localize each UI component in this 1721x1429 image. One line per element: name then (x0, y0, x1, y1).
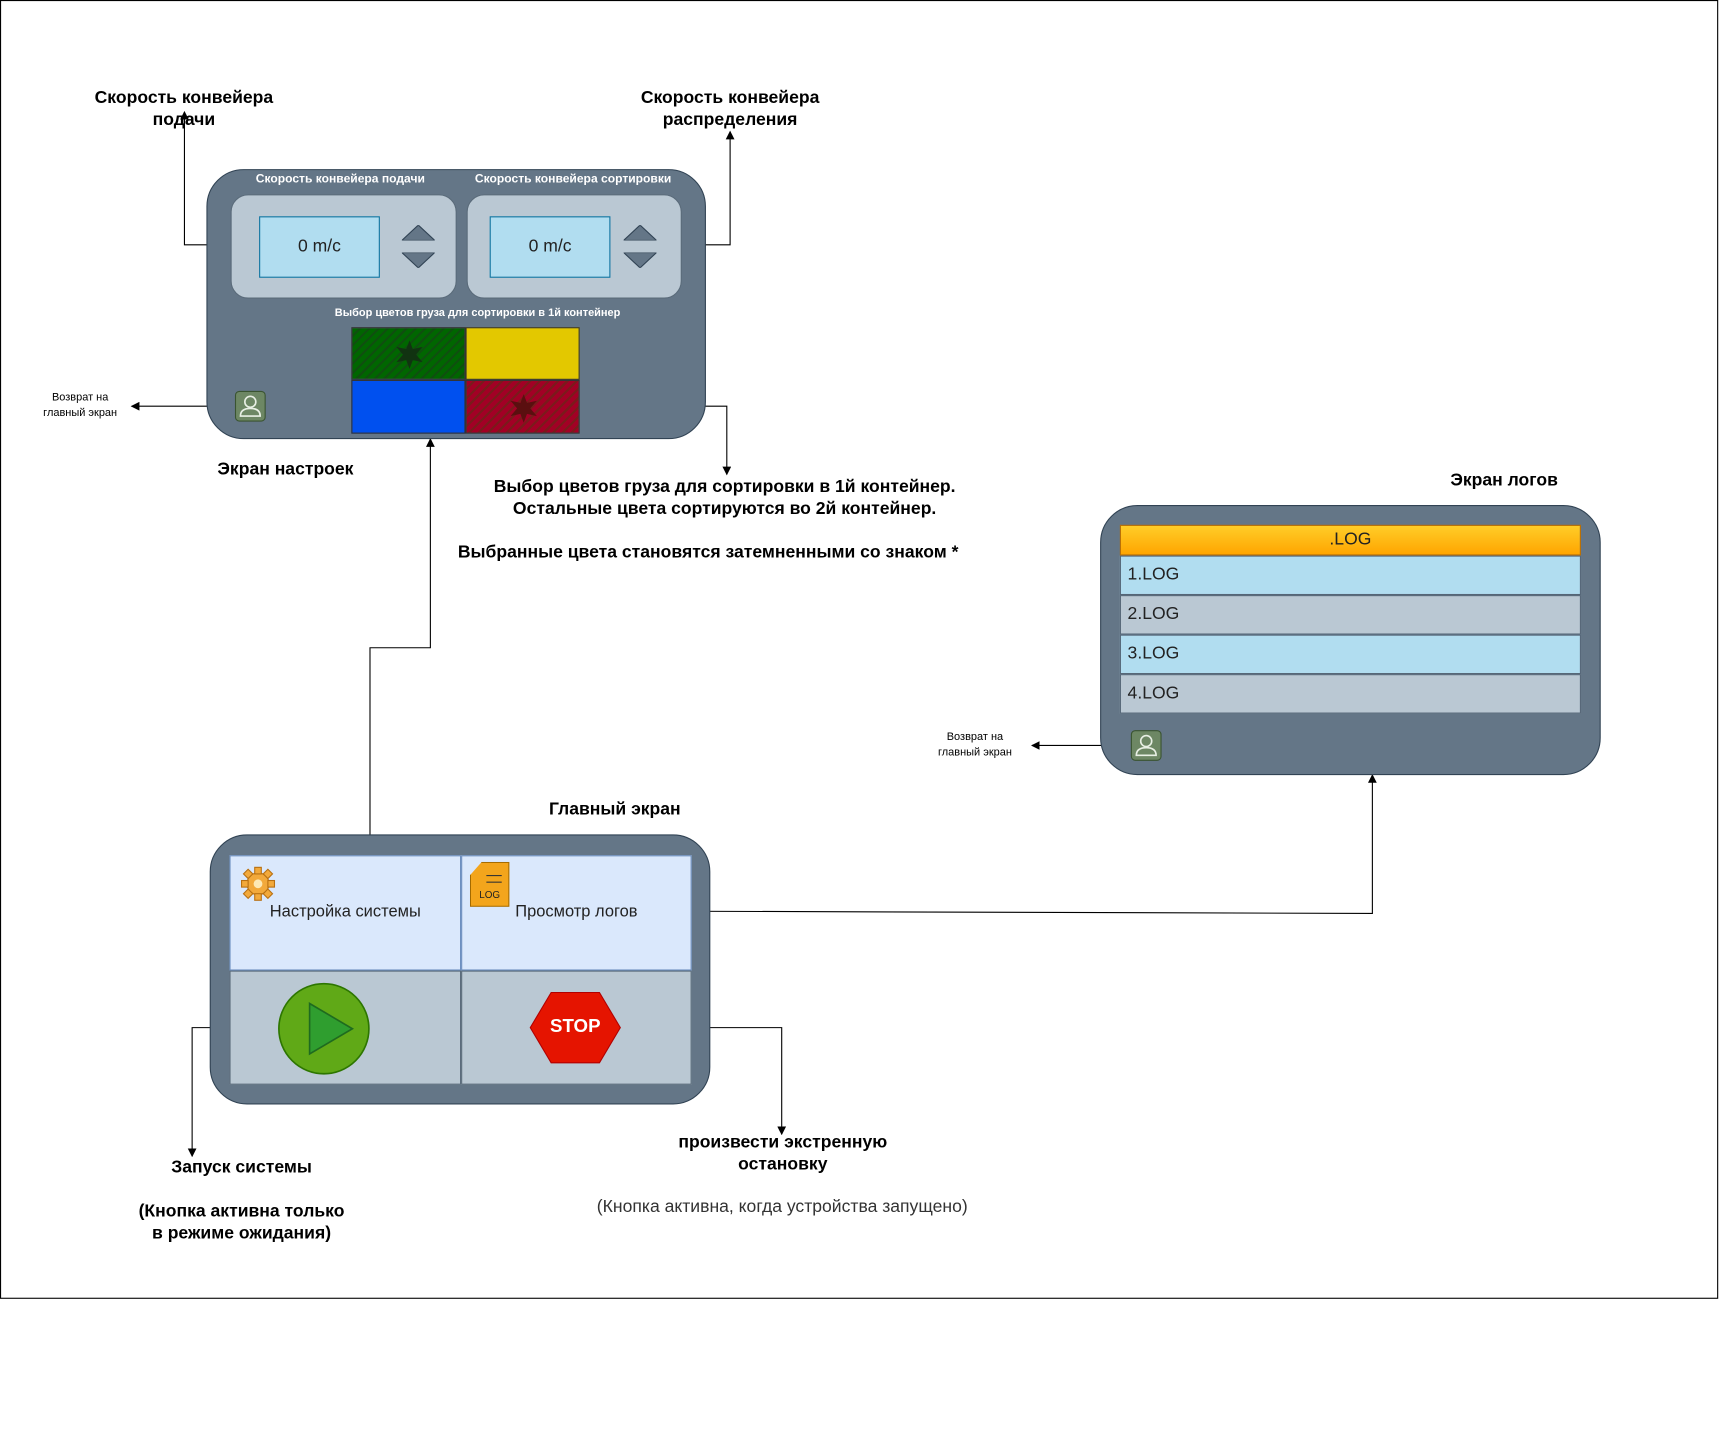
color-select-annotation: Выбор цветов груза для сортировки в 1й к… (493, 477, 956, 519)
log-row[interactable]: 4.LOG (1119, 674, 1581, 714)
color-tile-blue[interactable] (351, 379, 466, 434)
selected-star-icon (396, 340, 423, 369)
color-dim-annotation: Выбранные цвета становятся затемненными … (457, 543, 959, 563)
selected-star-icon (510, 394, 537, 423)
arrow-emergency-stop (691, 1027, 787, 1136)
stop-note-annotation: (Кнопка активна, когда устройства запуще… (596, 1197, 968, 1217)
settings-button[interactable]: Настройка системы (229, 855, 462, 971)
settings-home-button[interactable] (234, 390, 266, 422)
color-select-label: Выбор цветов груза для сортировки в 1й к… (334, 307, 621, 320)
logs-return-annotation: Возврат на главный экран (937, 731, 1012, 759)
sort-speed-up-button[interactable] (623, 225, 657, 241)
gear-icon (240, 866, 276, 901)
play-icon (308, 1002, 355, 1056)
settings-button-label: Настройка системы (269, 902, 421, 922)
logs-screen-title: Экран логов (1450, 470, 1558, 490)
feed-speed-display: 0 m/c (259, 216, 380, 278)
logs-header: .LOG (1119, 524, 1581, 556)
color-tile-yellow[interactable] (465, 327, 580, 380)
user-icon (1135, 734, 1157, 757)
main-screen-title: Главный экран (548, 800, 681, 820)
view-logs-button-label: Просмотр логов (515, 902, 638, 922)
log-file-icon: LOG (469, 861, 510, 907)
feed-speed-label: Скорость конвейера подачи (255, 172, 425, 186)
start-button[interactable] (277, 982, 371, 1076)
dist-speed-annotation: Скорость конвейера распределения (640, 88, 820, 130)
sort-speed-label: Скорость конвейера сортировки (474, 172, 672, 186)
sort-speed-display: 0 m/c (489, 216, 611, 278)
log-row[interactable]: 2.LOG (1119, 595, 1581, 635)
start-system-annotation: Запуск системы (171, 1158, 312, 1177)
logs-home-button[interactable] (1130, 730, 1162, 761)
settings-return-annotation: Возврат на главный экран (43, 391, 118, 420)
feed-speed-down-button[interactable] (401, 252, 435, 268)
start-note-annotation: (Кнопка активна только в режиме ожидания… (138, 1202, 345, 1243)
view-logs-button[interactable]: LOG Просмотр логов (461, 855, 692, 971)
stop-button-label: STOP (550, 1015, 601, 1037)
arrow-to-logs (691, 774, 1377, 915)
color-tile-green[interactable] (351, 327, 466, 380)
log-icon-text: LOG (479, 889, 501, 901)
stop-button[interactable] (529, 991, 621, 1064)
sort-speed-down-button[interactable] (623, 252, 657, 268)
settings-screen-title: Экран настроек (217, 460, 354, 479)
emergency-stop-annotation: произвести экстренную остановку (678, 1133, 888, 1174)
diagram-frame (0, 0, 1719, 1299)
log-icon-lines (486, 875, 502, 883)
arrow-to-settings (369, 438, 435, 857)
log-row[interactable]: 1.LOG (1119, 555, 1581, 596)
color-tile-red[interactable] (465, 379, 580, 434)
feed-speed-annotation: Скорость конвейера подачи (94, 88, 274, 130)
stop-sign-icon (529, 991, 621, 1064)
feed-speed-up-button[interactable] (401, 225, 435, 241)
stop-button-cell (461, 970, 692, 1085)
log-row[interactable]: 3.LOG (1119, 634, 1581, 675)
user-icon (239, 395, 262, 417)
